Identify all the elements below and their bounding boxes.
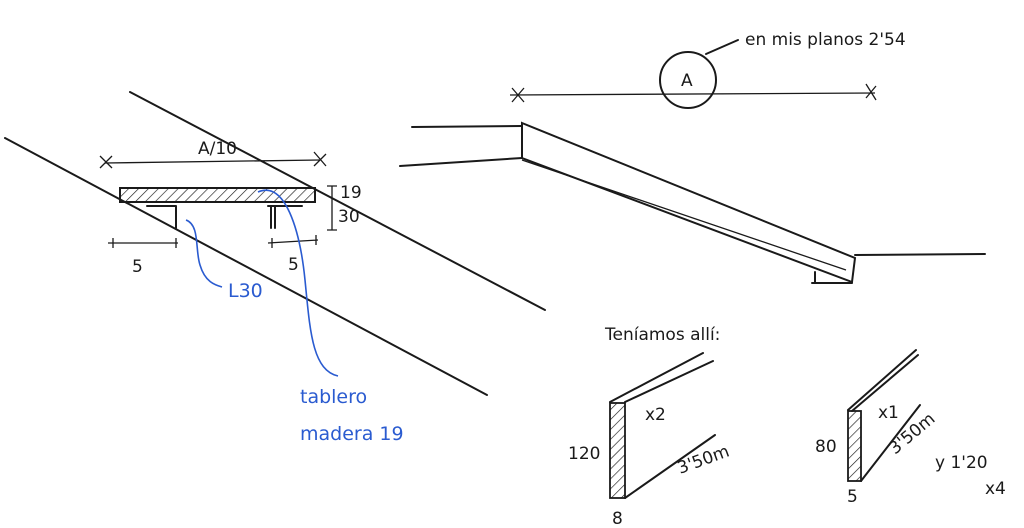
left-offset-label: 5 [132,257,143,277]
angle-note: L30 [228,280,263,302]
inventory-title: Teníamos allí: [604,325,720,345]
ramp-edge-lower [4,137,488,396]
angle-height-label: 30 [338,207,360,227]
elevation-note: en mis planos 2'54 [745,30,906,50]
plank2-extra: y 1'20 [935,453,988,473]
board-note-line1: tablero [300,386,367,408]
right-offset-label: 5 [288,255,299,275]
angle-leader [185,219,223,288]
right-offset-dimension [267,235,319,248]
plank-2: x1 80 3'50m 5 y 1'20 x4 [815,349,1006,507]
plank1-length: 3'50m [675,442,732,479]
plank1-thickness: 8 [612,509,623,528]
ramp-beam [521,121,857,284]
thickness-label: 19 [340,183,362,203]
plank-1: x2 120 3'50m 8 [568,352,732,528]
ramp-edge-upper [129,91,546,311]
plank2-extra-count: x4 [985,479,1006,499]
height-dimension [327,185,337,231]
upper-landing [399,125,523,167]
board-section [119,187,316,203]
plank1-height: 120 [568,444,600,464]
right-angle-profile [267,205,303,229]
span-label: A/10 [198,139,237,159]
board-leader [257,189,339,377]
length-dimension [509,92,876,96]
plank2-count: x1 [878,403,899,423]
lower-landing [811,253,986,284]
note-leader [705,39,739,55]
circle-label: A [681,71,693,91]
plank2-height: 80 [815,437,837,457]
left-angle-profile [146,205,177,229]
plank1-count: x2 [645,405,666,425]
left-offset-dimension [108,238,178,248]
ramp-beam-inner [521,159,847,271]
elevation-sketch: A en mis planos 2'54 [399,30,986,284]
reference-circle [659,51,717,109]
span-dimension: A/10 [99,139,327,169]
plank2-thickness: 5 [847,487,858,507]
inventory-sketch: Teníamos allí: x2 120 3'50m 8 x1 80 3'50… [568,325,1006,528]
section-sketch: A/10 19 30 5 5 L30 tablero madera 19 [4,91,546,445]
board-note-line2: madera 19 [300,423,404,445]
